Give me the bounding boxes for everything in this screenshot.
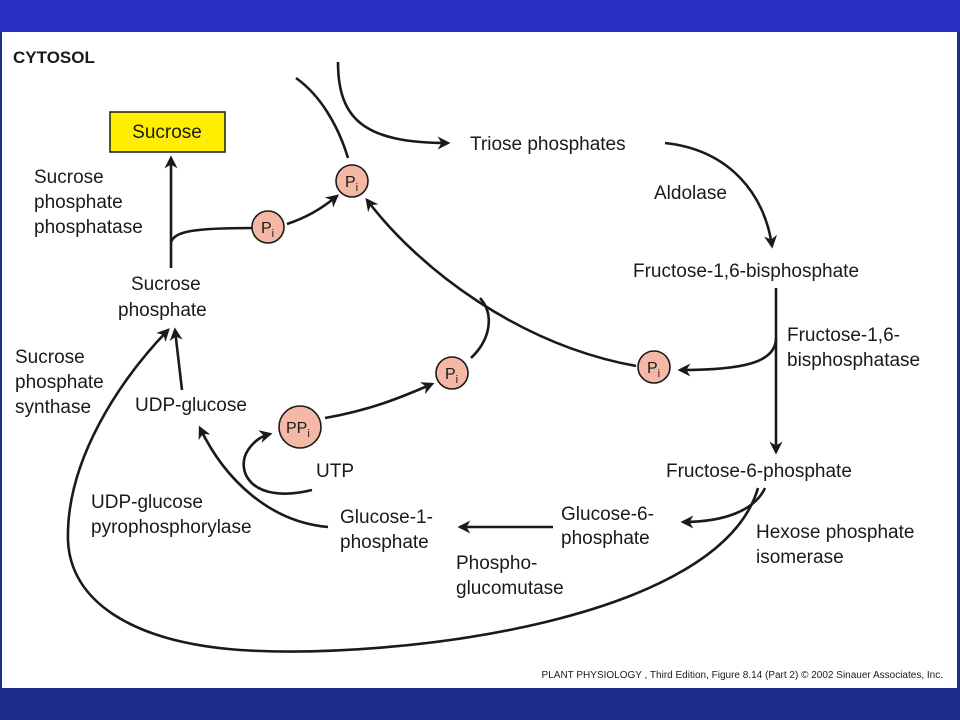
- glucose-6-phosphate-label-1: Glucose-6-: [561, 504, 654, 525]
- arrow-sucrose-phosphate-synthase: [66, 328, 760, 653]
- pi-label: Pi: [345, 174, 358, 194]
- glucose-1-phosphate-label-1: Glucose-1-: [340, 507, 433, 528]
- sucrose-box: [109, 111, 226, 153]
- triose-phosphates-label: Triose phosphates: [470, 134, 626, 155]
- aldolase-label: Aldolase: [654, 183, 727, 204]
- fructose-6-phosphate-label: Fructose-6-phosphate: [666, 461, 852, 482]
- spp-label-3: phosphatase: [34, 217, 143, 238]
- pi-circle-right: Pi: [637, 350, 671, 384]
- arrow-udpglucose-sucrosephosphate: [169, 327, 184, 391]
- utp-label: UTP: [316, 461, 354, 482]
- pi-circle-left: Pi: [251, 210, 285, 244]
- pi-circle-middle: Pi: [435, 356, 469, 390]
- spp-label-2: phosphate: [34, 192, 123, 213]
- sucrose-phosphate-label-2: phosphate: [118, 300, 207, 321]
- figure-credit: PLANT PHYSIOLOGY , Third Edition, Figure…: [542, 670, 943, 681]
- spp-label-1: Sucrose: [34, 167, 104, 188]
- sps-label-2: phosphate: [15, 372, 104, 393]
- cytosol-title: CYTOSOL: [13, 48, 95, 67]
- top-band: [0, 0, 960, 32]
- pi-circle-shape: [335, 164, 369, 198]
- glucose-6-phosphate-label-2: phosphate: [561, 528, 650, 549]
- phosphoglucomutase-label-1: Phospho-: [456, 553, 537, 574]
- arrow-ppi-to-pi: [324, 382, 435, 420]
- sucrose-phosphate-label-1: Sucrose: [131, 274, 201, 295]
- fbpase-label-1: Fructose-1,6-: [787, 325, 900, 346]
- arrow-fbpase-pi: [677, 337, 778, 377]
- phosphoglucomutase-label-2: glucomutase: [456, 578, 564, 599]
- hpi-label-2: isomerase: [756, 547, 844, 568]
- pi-label: Pi: [647, 360, 660, 380]
- fructose-16-bisphosphate-label: Fructose-1,6-bisphosphate: [633, 261, 859, 282]
- pi-circle-shape: [637, 350, 671, 384]
- arrow-pi-mid-join: [470, 297, 490, 359]
- sps-label-1: Sucrose: [15, 347, 85, 368]
- arrow-pi-to-pi-top: [365, 197, 637, 368]
- ugpase-label-1: UDP-glucose: [91, 492, 203, 513]
- arrow-pi-export: [295, 76, 350, 159]
- pi-circle-top: Pi: [335, 164, 369, 198]
- pi-label: Pi: [261, 220, 274, 240]
- arrow-pi-left-to-pi-top: [286, 194, 340, 226]
- ugpase-label-2: pyrophosphorylase: [91, 517, 252, 538]
- arrow-pyrophosphorylase: [198, 425, 329, 529]
- pi-circle-shape: [435, 356, 469, 390]
- glucose-1-phosphate-label-2: phosphate: [340, 532, 429, 553]
- arrow-isomerase: [680, 487, 767, 529]
- pi-circle-shape: [251, 210, 285, 244]
- arrow-aldolase: [664, 141, 778, 249]
- ppi-circle-shape: [278, 405, 322, 449]
- arrow-spp-pi-branch: [169, 226, 253, 243]
- ppi-circle: PPi: [278, 405, 322, 449]
- arrow-entry-triose: [336, 61, 451, 150]
- pi-label: Pi: [445, 366, 458, 386]
- hpi-label-1: Hexose phosphate: [756, 522, 914, 543]
- bottom-band: [0, 688, 960, 720]
- fbpase-label-2: bisphosphatase: [787, 350, 920, 371]
- sps-label-3: synthase: [15, 397, 91, 418]
- sucrose-label: Sucrose: [132, 122, 202, 143]
- arrow-utp-ppi: [242, 430, 313, 495]
- ppi-label: PPi: [286, 420, 310, 440]
- udp-glucose-label: UDP-glucose: [135, 395, 247, 416]
